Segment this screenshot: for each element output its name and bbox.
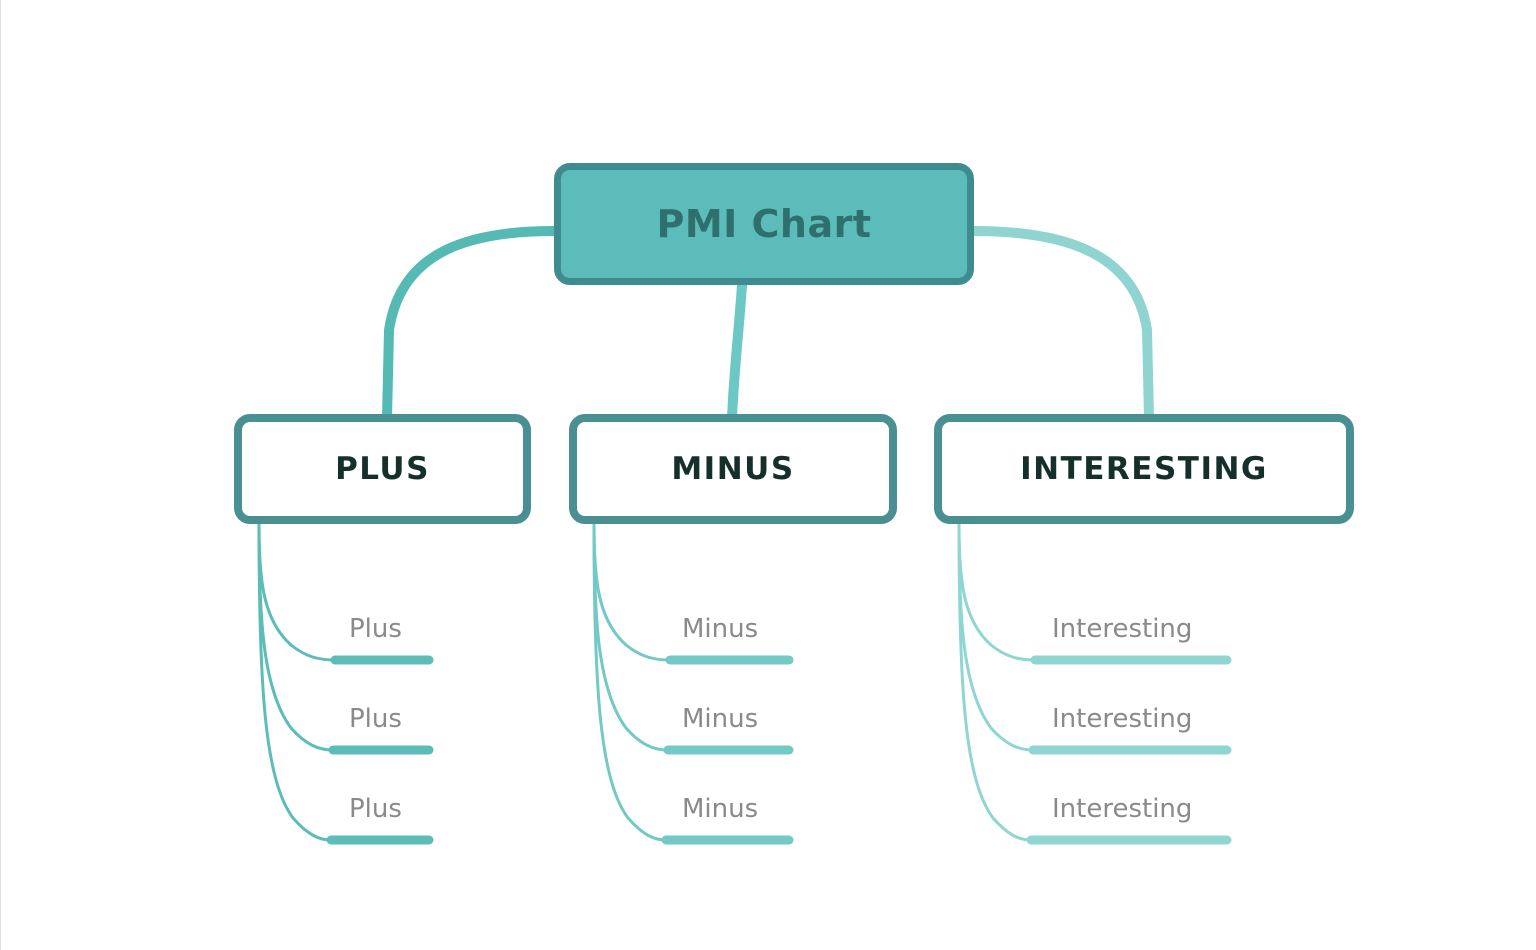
leaf-node-interesting-1-label: Interesting bbox=[1052, 614, 1193, 644]
branch-node-interesting-label: INTERESTING bbox=[1020, 451, 1268, 487]
branch-node-interesting[interactable]: INTERESTING bbox=[934, 414, 1354, 524]
leaf-node-plus-1-label: Plus bbox=[349, 614, 402, 644]
leaf-node-minus-1-label: Minus bbox=[682, 614, 759, 644]
root-node-pmi-chart[interactable]: PMI Chart bbox=[554, 163, 974, 285]
edge-plus-leaf-2 bbox=[257, 522, 335, 752]
branch-node-minus[interactable]: MINUS bbox=[569, 414, 897, 524]
edge-root-to-plus bbox=[382, 226, 559, 423]
edge-minus-leaf-1 bbox=[592, 522, 672, 662]
leaf-node-interesting-2-label: Interesting bbox=[1052, 704, 1193, 734]
branch-node-plus[interactable]: PLUS bbox=[234, 414, 531, 524]
leaf-node-plus-3[interactable]: Plus bbox=[349, 788, 459, 834]
leaf-node-plus-3-label: Plus bbox=[349, 794, 402, 824]
branch-node-minus-label: MINUS bbox=[671, 451, 795, 487]
branch-node-plus-label: PLUS bbox=[335, 451, 430, 487]
edge-root-to-minus bbox=[727, 280, 747, 423]
leaf-node-minus-2-label: Minus bbox=[682, 704, 759, 734]
edge-plus-leaf-1 bbox=[257, 522, 337, 662]
root-node-label: PMI Chart bbox=[656, 202, 872, 246]
edge-interesting-leaf-2 bbox=[957, 522, 1035, 752]
edge-interesting-leaf-3 bbox=[957, 522, 1033, 842]
edge-interesting-leaf-1 bbox=[957, 522, 1037, 662]
leaf-node-interesting-3-label: Interesting bbox=[1052, 794, 1193, 824]
leaf-node-interesting-3[interactable]: Interesting bbox=[1052, 788, 1252, 834]
edge-minus-leaf-3 bbox=[592, 522, 668, 842]
leaf-node-plus-1[interactable]: Plus bbox=[349, 608, 459, 654]
edge-plus-leaf-3 bbox=[257, 522, 333, 842]
leaf-node-interesting-2[interactable]: Interesting bbox=[1052, 698, 1252, 744]
leaf-node-interesting-1[interactable]: Interesting bbox=[1052, 608, 1252, 654]
leaf-node-minus-2[interactable]: Minus bbox=[682, 698, 812, 744]
leaf-node-plus-2[interactable]: Plus bbox=[349, 698, 459, 744]
leaf-node-minus-3-label: Minus bbox=[682, 794, 759, 824]
leaf-node-minus-3[interactable]: Minus bbox=[682, 788, 812, 834]
edge-minus-leaf-2 bbox=[592, 522, 670, 752]
leaf-node-plus-2-label: Plus bbox=[349, 704, 402, 734]
leaf-node-minus-1[interactable]: Minus bbox=[682, 608, 812, 654]
edge-root-to-interesting bbox=[969, 226, 1154, 423]
